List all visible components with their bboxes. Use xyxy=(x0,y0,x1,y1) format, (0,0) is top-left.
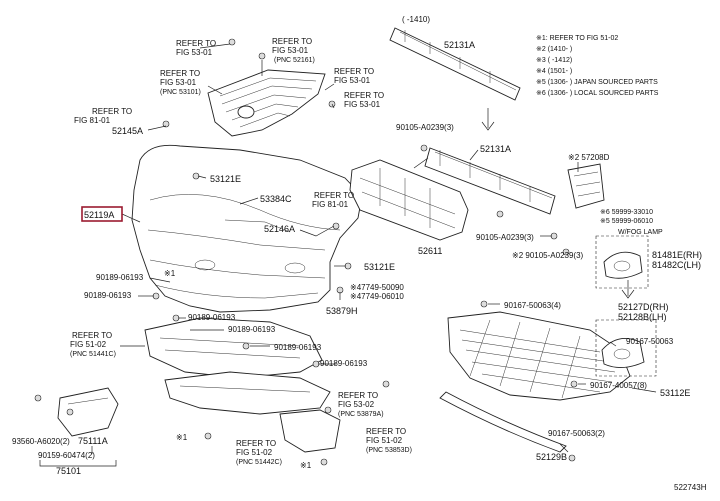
refer-label: (PNC 51441C) xyxy=(70,351,116,358)
part-number: 90105-A0239(3) xyxy=(476,233,534,242)
refer-label: FIG 81-01 xyxy=(74,116,111,125)
part-number: 81481E(RH) xyxy=(652,250,702,260)
note-line: ※6 (1306- ) LOCAL SOURCED PARTS xyxy=(536,90,659,97)
part-number: 52128B(LH) xyxy=(618,312,667,322)
labels: REFER TO FIG 53-01 REFER TO FIG 53-01 (P… xyxy=(12,15,707,492)
part-number: 90189-06193 xyxy=(274,343,322,352)
refer-label: REFER TO xyxy=(272,37,312,46)
refer-label: FIG 53-02 xyxy=(338,400,375,409)
part-number: 52129B xyxy=(536,452,567,462)
refer-label: FIG 53-01 xyxy=(272,46,309,55)
part-number: ※47749-06010 xyxy=(350,292,404,301)
note-line: ※1: REFER TO FIG 51-02 xyxy=(536,35,618,42)
upper-grille xyxy=(207,69,326,137)
part-number: ※6 59999-33010 xyxy=(600,209,653,216)
part-number: 75101 xyxy=(56,466,81,476)
part-number: 90167-50063(4) xyxy=(504,301,561,310)
part-number: ※2 57208D xyxy=(568,153,610,162)
refer-label: REFER TO xyxy=(92,107,132,116)
refer-label: FIG 53-01 xyxy=(344,100,381,109)
part-number: 90189-06193 xyxy=(96,273,144,282)
refer-label: (PNC 53101) xyxy=(160,89,201,96)
part-number: 52127D(RH) xyxy=(618,302,669,312)
part-number: 90189-06193 xyxy=(320,359,368,368)
part-note: ( -1410) xyxy=(402,15,430,24)
part-number: 90167-50063(2) xyxy=(548,429,605,438)
refer-label: REFER TO xyxy=(338,391,378,400)
note-line: ※4 (1501- ) xyxy=(536,68,572,75)
part-number: 52146A xyxy=(264,224,295,234)
reinforcement-52131A-mid xyxy=(424,147,605,215)
refer-label: FIG 51-02 xyxy=(236,448,273,457)
refer-label: REFER TO xyxy=(160,69,200,78)
part-number: 52131A xyxy=(444,40,475,50)
refer-label: REFER TO xyxy=(366,427,406,436)
note-line: ※3 ( -1412) xyxy=(536,57,572,64)
figure-code: 522743H xyxy=(674,483,707,492)
leader-lines xyxy=(91,43,657,454)
highlight-52119A xyxy=(81,206,123,222)
under-covers xyxy=(57,317,341,453)
refer-label: REFER TO xyxy=(176,39,216,48)
note-ref: ※1 xyxy=(300,461,312,470)
part-number: ※2 90105-A0239(3) xyxy=(512,251,584,260)
part-number: 81482C(LH) xyxy=(652,260,701,270)
part-number: 53384C xyxy=(260,194,292,204)
part-number: 90159-60474(2) xyxy=(38,451,95,460)
lower-grille-53112E xyxy=(447,311,631,401)
note-ref: ※1 xyxy=(176,433,188,442)
group-bracket xyxy=(39,460,117,467)
refer-label: FIG 53-01 xyxy=(160,78,197,87)
refer-label: (PNC 53879A) xyxy=(338,411,384,418)
part-number: 52145A xyxy=(112,126,143,136)
reinforcement-52131A-top xyxy=(389,27,521,131)
refer-label: FIG 53-01 xyxy=(334,76,371,85)
refer-label: FIG 51-02 xyxy=(70,340,107,349)
note-line: ※2 (1410- ) xyxy=(536,46,572,53)
part-number: ※5 59999-06010 xyxy=(600,218,653,225)
absorber-52611 xyxy=(349,159,469,241)
part-number: 53121E xyxy=(210,174,241,184)
note-line: ※5 (1306- ) JAPAN SOURCED PARTS xyxy=(536,79,658,86)
fog-lamp-bezels xyxy=(595,235,657,377)
notes-legend: ※1: REFER TO FIG 51-02 ※2 (1410- ) ※3 ( … xyxy=(536,35,659,97)
part-number: 53112E xyxy=(660,388,690,398)
bumper-cover-52119A xyxy=(131,144,363,313)
part-number: 75111A xyxy=(78,436,108,446)
part-number: 53879H xyxy=(326,306,358,316)
refer-label: REFER TO xyxy=(344,91,384,100)
part-number: 53121E xyxy=(364,262,395,272)
refer-label: REFER TO xyxy=(72,331,112,340)
part-number: 90167-40057(8) xyxy=(590,381,647,390)
refer-label: REFER TO xyxy=(334,67,374,76)
part-number-highlighted: 52119A xyxy=(84,210,114,220)
refer-label: REFER TO xyxy=(236,439,276,448)
refer-label: (PNC 53853D) xyxy=(366,447,412,454)
refer-label: (PNC 51442C) xyxy=(236,459,282,466)
refer-label: FIG 81-01 xyxy=(312,200,349,209)
part-number: 93560-A6020(2) xyxy=(12,437,70,446)
option-label: W/FOG LAMP xyxy=(618,229,663,236)
refer-label: (PNC 52161) xyxy=(274,57,315,64)
part-number: 90189-06193 xyxy=(84,291,132,300)
part-number: 90167-50063 xyxy=(626,337,674,346)
fasteners xyxy=(34,38,578,466)
part-number: 52611 xyxy=(418,246,442,256)
refer-label: FIG 53-01 xyxy=(176,48,213,57)
part-number: ※47749-50090 xyxy=(350,283,404,292)
refer-label: FIG 51-02 xyxy=(366,436,403,445)
part-number: 90189-06193 xyxy=(188,313,236,322)
refer-label: REFER TO xyxy=(314,191,354,200)
part-number: 52131A xyxy=(480,144,511,154)
part-number: 90189-06193 xyxy=(228,325,276,334)
part-number: 90105-A0239(3) xyxy=(396,123,454,132)
note-ref: ※1 xyxy=(164,269,176,278)
molding-52129B xyxy=(439,391,567,453)
